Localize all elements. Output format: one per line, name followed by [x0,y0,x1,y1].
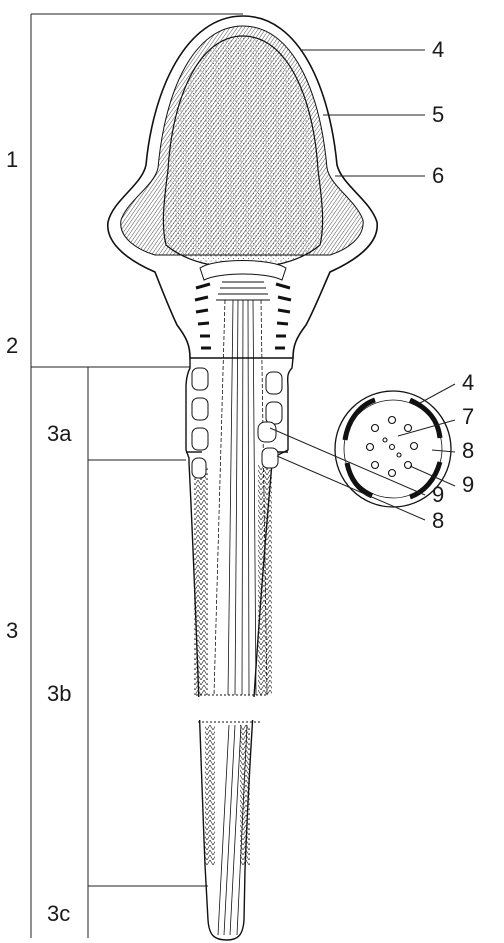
label-1-head: 1 [6,149,18,171]
label-3-tail: 3 [6,620,18,642]
label-5: 5 [432,104,444,126]
label-6: 6 [432,165,444,187]
label-9: 9 [432,484,444,506]
cross-section-label-4: 4 [462,372,474,394]
label-3b-principal-piece: 3b [47,683,71,705]
label-2-neck: 2 [6,335,18,357]
cross-section-label-9: 9 [462,474,474,496]
cross-section-label-8: 8 [462,440,474,462]
cross-section-label-7: 7 [462,406,474,428]
sperm-head [108,16,377,358]
label-8: 8 [432,510,444,532]
label-4: 4 [432,39,444,61]
label-3a-middle-piece: 3a [47,423,71,445]
label-3c-end-piece: 3c [47,903,70,925]
